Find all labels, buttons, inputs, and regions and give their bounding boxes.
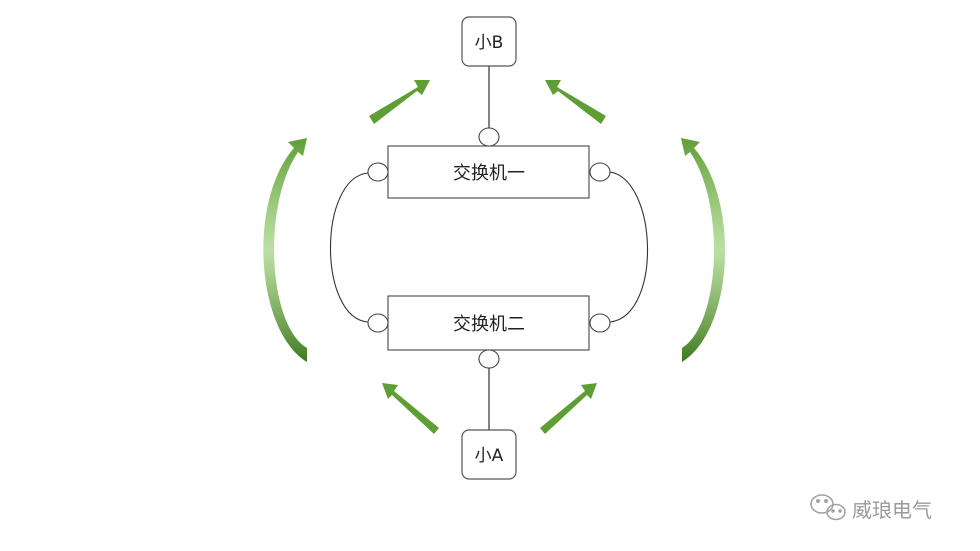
arrow-right-curved — [681, 138, 726, 362]
arrow-bottom-right — [540, 383, 597, 434]
watermark: 威琅电气 — [810, 494, 932, 522]
arrow-top-right — [545, 80, 606, 124]
arrow-bottom-left — [382, 383, 439, 434]
link-left-loop — [329, 172, 369, 323]
switch-two-label: 交换机二 — [453, 314, 525, 335]
arrow-left-curved — [263, 138, 307, 362]
node-b-label: 小B — [475, 33, 504, 53]
switch-one-label: 交换机一 — [453, 163, 525, 184]
port-switch-one-top — [478, 127, 500, 147]
arrow-top-left — [369, 80, 430, 124]
port-switch-two-left — [367, 313, 389, 333]
node-b-box — [461, 16, 517, 67]
port-switch-two-bottom — [478, 349, 500, 369]
link-right-loop — [609, 171, 649, 323]
port-switch-one-right — [589, 162, 611, 182]
port-switch-two-right — [589, 313, 611, 333]
port-switch-one-left — [367, 162, 389, 182]
node-a-label: 小A — [475, 446, 504, 466]
watermark-text: 威琅电气 — [852, 498, 932, 522]
switch-two-box — [387, 295, 590, 351]
node-a-box — [461, 429, 517, 480]
wechat-icon — [810, 494, 846, 521]
